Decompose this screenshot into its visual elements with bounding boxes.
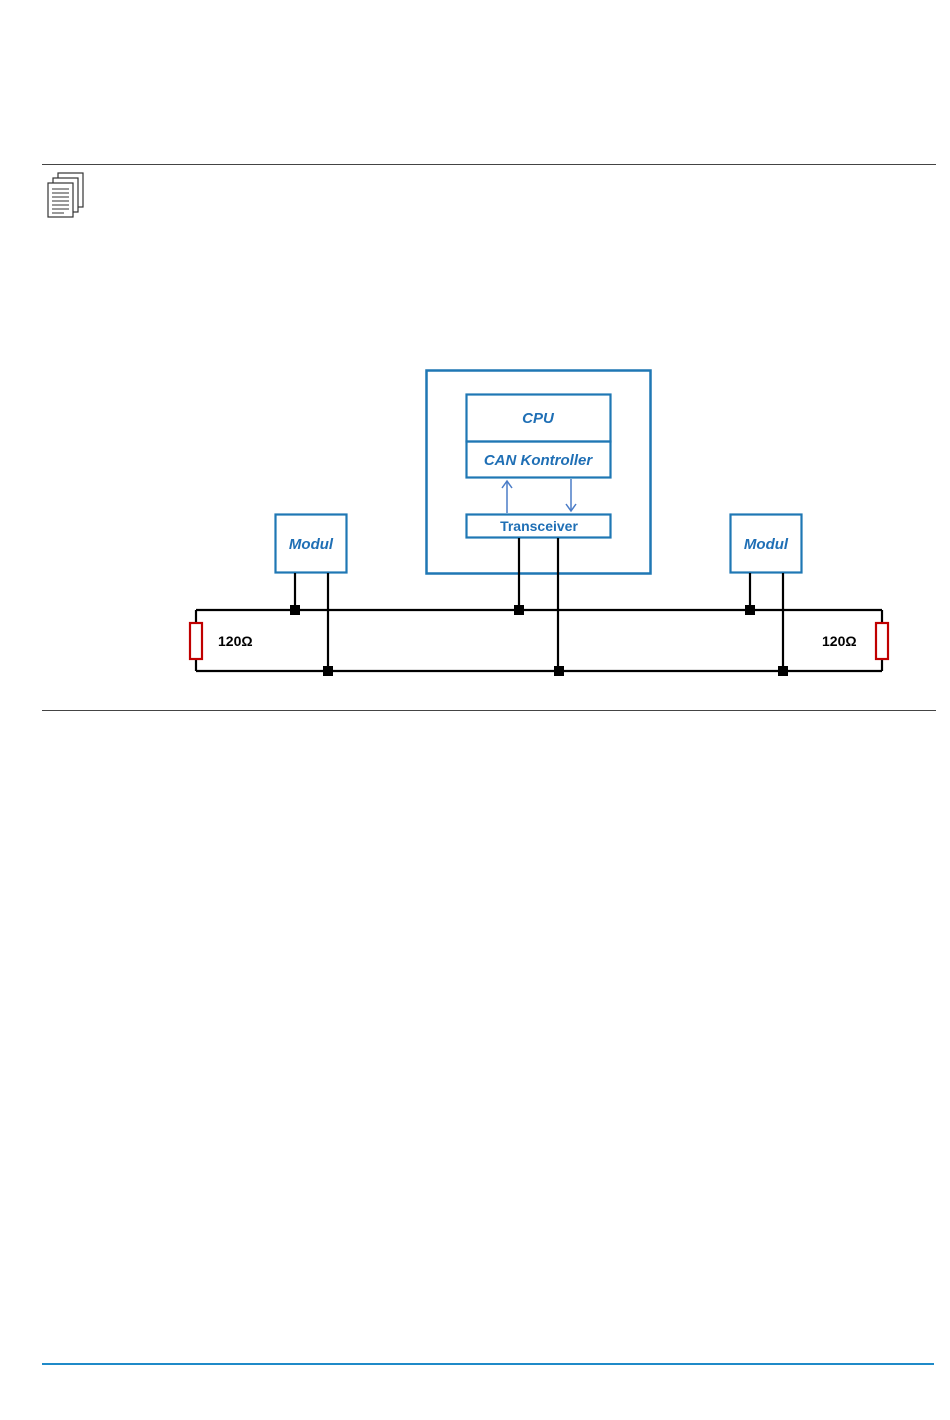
can-controller-label: CAN Kontroller [484, 452, 593, 469]
module-right-label: Modul [744, 536, 789, 553]
junction-dot [554, 666, 564, 676]
module-left-label: Modul [289, 536, 334, 553]
resistor-right [876, 623, 888, 659]
bus-junctions [290, 605, 788, 676]
controller-transceiver-arrows [502, 479, 576, 513]
transceiver-label: Transceiver [500, 518, 578, 534]
footer-rule [42, 1363, 934, 1365]
bottom-divider [42, 710, 936, 711]
resistor-left [190, 623, 202, 659]
resistor-right-label: 120Ω [822, 633, 857, 649]
junction-dot [323, 666, 333, 676]
bus-wires [196, 538, 882, 671]
junction-dot [745, 605, 755, 615]
junction-dot [290, 605, 300, 615]
resistor-left-label: 120Ω [218, 633, 253, 649]
junction-dot [778, 666, 788, 676]
cpu-label: CPU [522, 410, 555, 427]
junction-dot [514, 605, 524, 615]
ecu-outer-box [427, 371, 651, 574]
